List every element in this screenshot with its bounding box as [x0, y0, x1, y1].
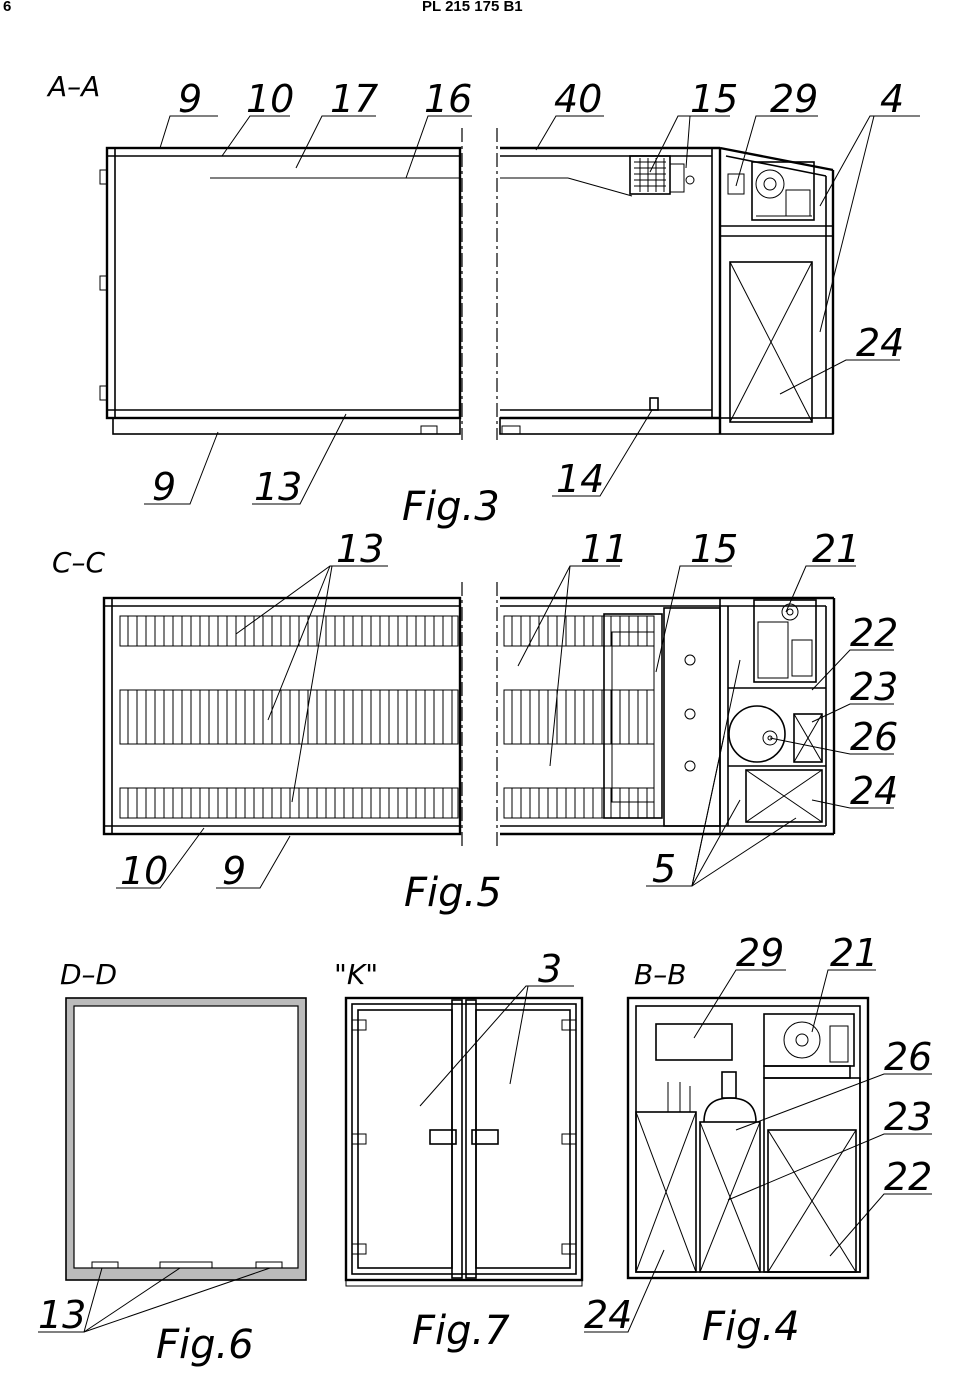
fig4-label: 23	[884, 1095, 932, 1139]
publication-number: PL 215 175 B1	[422, 0, 523, 15]
fig5-label: 5	[652, 847, 676, 891]
fig5-label: 21	[812, 527, 860, 571]
fig4-section-label: B–B	[634, 958, 686, 991]
fig6-section-label: D–D	[60, 958, 117, 991]
fig6-label: 13	[38, 1293, 86, 1337]
fig5-label: 23	[850, 665, 898, 709]
fig3-label: 16	[424, 77, 472, 121]
fig7-drawing: "K" 3 Fig.7	[334, 947, 584, 1354]
fig3-label: 15	[690, 77, 738, 121]
fig3-label: 9	[152, 465, 176, 509]
fig3-label: 14	[556, 457, 604, 501]
fig4-label: 26	[884, 1035, 932, 1079]
fig3-drawing: A–A	[46, 70, 920, 530]
fig5-label: 11	[580, 527, 628, 571]
fig4-drawing: B–B	[584, 931, 932, 1350]
fig5-drawing: C–C	[52, 527, 898, 916]
fig6-drawing: D–D 13 Fig.6	[38, 958, 307, 1368]
fig6-caption: Fig.6	[156, 1322, 254, 1368]
fig5-caption: Fig.5	[404, 870, 502, 916]
page-number: 6	[3, 0, 12, 15]
fig3-caption: Fig.3	[402, 484, 500, 530]
fig7-caption: Fig.7	[412, 1308, 510, 1354]
fig7-label: 3	[538, 947, 562, 991]
fig3-label: 13	[254, 465, 302, 509]
fig3-label: 4	[880, 77, 904, 121]
fig4-label: 24	[584, 1293, 632, 1337]
fig5-label: 26	[850, 715, 898, 759]
fig3-label: 10	[246, 77, 294, 121]
fig4-label: 22	[884, 1155, 932, 1199]
fig3-section-label: A–A	[46, 70, 100, 103]
fig3-label: 40	[554, 77, 602, 121]
fig3-label: 29	[770, 77, 818, 121]
fig5-label: 24	[850, 769, 898, 813]
fig5-section-label: C–C	[52, 546, 106, 579]
fig5-label: 9	[222, 849, 246, 893]
fig3-label: 9	[178, 77, 202, 121]
fig5-label: 13	[336, 527, 384, 571]
fig5-label: 15	[690, 527, 738, 571]
fig4-label: 29	[736, 931, 784, 975]
fig5-label: 22	[850, 611, 898, 655]
fig4-caption: Fig.4	[702, 1304, 800, 1350]
fig3-label: 24	[856, 321, 904, 365]
fig4-label: 21	[830, 931, 878, 975]
fig7-section-label: "K"	[334, 958, 378, 991]
fig5-label: 10	[120, 849, 168, 893]
fig3-label: 17	[330, 77, 378, 121]
